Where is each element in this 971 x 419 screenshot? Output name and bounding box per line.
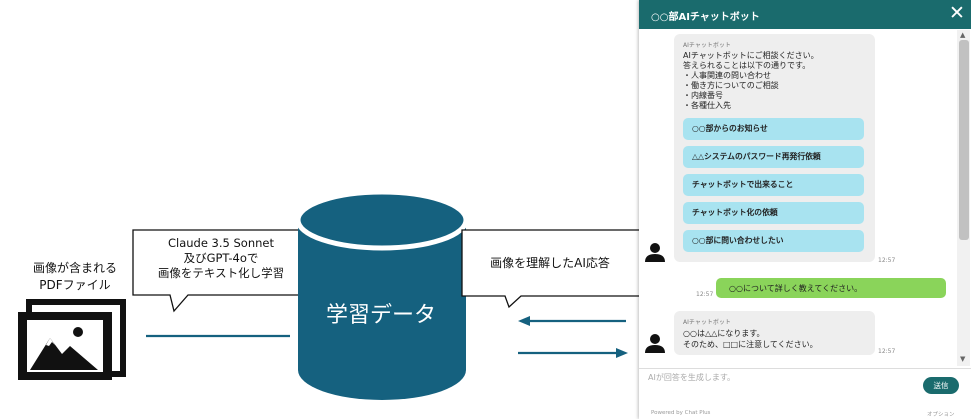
powered-by-label: Powered by Chat Plus bbox=[651, 410, 711, 416]
bot-message-line: そのため、□□に注意してください。 bbox=[683, 340, 818, 349]
chat-title: ○○部AIチャットボット bbox=[651, 12, 760, 23]
choice-button-capabilities[interactable]: チャットボットで出来ること bbox=[683, 174, 864, 196]
database-cylinder bbox=[296, 190, 468, 400]
close-icon[interactable]: ✕ bbox=[949, 2, 965, 24]
scrollbar-thumb[interactable] bbox=[959, 40, 969, 240]
bot-sender-label: AIチャットボット bbox=[683, 42, 731, 49]
chat-widget: ○○部AIチャットボット ✕ ▲ ▼ AIチャットボット AIチャットボットにご… bbox=[639, 0, 971, 419]
callout-right-text: 画像を理解したAI応答 bbox=[490, 256, 610, 270]
user-message-bubble bbox=[716, 278, 946, 298]
bot-message-line: ・内線番号 bbox=[683, 91, 723, 100]
arrow-db-to-chat bbox=[518, 348, 628, 358]
database-label: 学習データ bbox=[325, 303, 436, 328]
callout-left-text: Claude 3.5 Sonnet 及びGPT-4oで 画像をテキスト化し学習 bbox=[132, 236, 310, 281]
bot-message-line: ・人事関連の問い合わせ bbox=[683, 71, 771, 80]
choice-button-notice[interactable]: ○○部からのお知らせ bbox=[683, 118, 864, 140]
callout-left-line2: 及びGPT-4oで bbox=[183, 251, 259, 265]
option-link[interactable]: オプション bbox=[927, 412, 955, 418]
image-file-icon bbox=[18, 299, 126, 380]
bot-message-line: AIチャットボットにご相談ください。 bbox=[683, 51, 819, 60]
flow-arrows bbox=[146, 316, 628, 358]
message-timestamp: 12:57 bbox=[696, 291, 714, 298]
chat-input-area[interactable] bbox=[639, 368, 971, 419]
chat-header bbox=[639, 0, 971, 29]
bot-message-bubble bbox=[674, 311, 875, 355]
bot-message-text: ○○は△△になります。 そのため、□□に注意してください。 bbox=[683, 328, 818, 350]
choice-button-password[interactable]: △△システムのパスワード再発行依頼 bbox=[683, 146, 864, 168]
scroll-up-icon[interactable]: ▲ bbox=[960, 31, 966, 39]
pdf-file-label: 画像が含まれる PDFファイル bbox=[16, 260, 134, 294]
callout-left-line3: 画像をテキスト化し学習 bbox=[157, 266, 285, 280]
pdf-label-line1: 画像が含まれる bbox=[32, 261, 117, 275]
bot-message-text: AIチャットボットにご相談ください。 答えられることは以下の通りです。 ・人事関… bbox=[683, 51, 819, 111]
bot-message-line: 答えられることは以下の通りです。 bbox=[683, 61, 811, 70]
scroll-down-icon[interactable]: ▼ bbox=[960, 355, 966, 363]
choice-button-request[interactable]: チャットボット化の依頼 bbox=[683, 202, 864, 224]
arrow-chat-to-db bbox=[518, 316, 626, 326]
chat-input-placeholder[interactable]: AIが回答を生成します。 bbox=[648, 373, 736, 382]
bot-message-line: ○○は△△になります。 bbox=[683, 329, 765, 338]
choice-button-contact[interactable]: ○○部に問い合わせしたい bbox=[683, 230, 864, 252]
send-button[interactable]: 送信 bbox=[923, 377, 959, 394]
callout-left-line1: Claude 3.5 Sonnet bbox=[167, 236, 275, 250]
bot-avatar-icon bbox=[645, 243, 665, 262]
pdf-label-line2: PDFファイル bbox=[39, 278, 111, 292]
user-message-text: ○○について詳しく教えてください。 bbox=[729, 284, 863, 293]
bot-avatar-icon bbox=[645, 334, 665, 353]
message-timestamp: 12:57 bbox=[878, 257, 896, 264]
bot-sender-label: AIチャットボット bbox=[683, 319, 731, 326]
bot-message-line: ・働き方についてのご相談 bbox=[683, 81, 779, 90]
message-timestamp: 12:57 bbox=[878, 348, 896, 355]
bot-message-line: ・各種仕入先 bbox=[683, 101, 731, 110]
